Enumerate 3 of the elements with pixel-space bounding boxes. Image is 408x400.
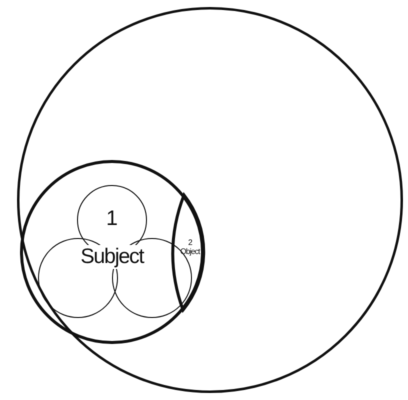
circle-label: 2 Object <box>179 238 201 256</box>
circle-label: Subject <box>79 245 145 269</box>
circle-label: 1 <box>105 207 119 231</box>
